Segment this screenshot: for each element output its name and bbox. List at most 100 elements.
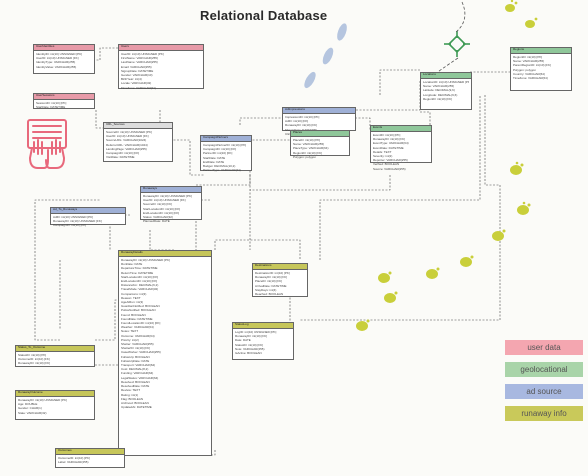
table-field: UserID: int(10) UNSIGNED [FK]: [36, 56, 79, 61]
table-rows: AdID: int(10) UNSIGNED [PK]RunawayID: in…: [51, 214, 125, 229]
table-field: RunawayID: int(10) UNSIGNED [PK]: [121, 258, 170, 262]
table-header: RunawayDetails: [119, 250, 211, 257]
table-header: Status_To_Outcome: [16, 345, 94, 352]
table-field: Gender: VARCHAR(10): [121, 73, 153, 78]
table-name: Destinations: [255, 263, 272, 267]
table-field: RunawayID: int(10) [FK]: [255, 275, 288, 280]
table-name: UserSessions: [36, 93, 55, 97]
table-field: PartnerID: int(10) [FK]: [203, 151, 233, 156]
table-field: ReturnTime: DATETIME: [121, 270, 154, 275]
table-runawayoutcome: RunawayOutcome RunawayID: int(10) UNSIGN…: [15, 390, 95, 420]
table-name: UserIdentities: [36, 44, 55, 48]
table-name: Regions: [513, 47, 525, 51]
table-field: Found: BOOLEAN: [121, 312, 146, 317]
legend-label: runaway info: [521, 409, 567, 418]
table-field: RegionID: int(10) [PK]: [513, 55, 543, 59]
table-name: Locations: [423, 72, 436, 76]
table-field: UserID: int(10) UNSIGNED [PK]: [121, 52, 164, 56]
table-rows: StatusID: int(10) [PK]OutcomeID: int(10)…: [16, 352, 94, 367]
table-field: LocationID: int(10) UNSIGNED [PK]: [423, 80, 469, 84]
table-rows: CampaignPartnerID: int(10) [PK]CampaignI…: [201, 142, 251, 173]
table-field: Longitude: DECIMAL(9,6): [423, 92, 458, 97]
table-field: RunawayID: int(10) UNSIGNED [PK]: [18, 398, 67, 402]
table-field: Status: VARCHAR(32): [143, 215, 173, 220]
table-name: RunawayDetails: [121, 250, 143, 254]
table-field: GuardianNotified: BOOLEAN: [121, 304, 160, 309]
table-name: Places: [293, 130, 303, 134]
table-field: VisitDate: DATETIME: [106, 155, 135, 160]
table-field: Name: VARCHAR(255): [293, 142, 325, 147]
table-field: LegalStatus: VARCHAR(64): [121, 375, 159, 380]
table-header: Regions: [511, 47, 571, 54]
table-field: CaseWorker: VARCHAR(255): [121, 350, 161, 355]
table-field: IsActive: BOOLEAN: [235, 351, 262, 356]
table-field: IdentityType: VARCHAR(255): [36, 60, 76, 65]
table-field: OutcomeID: int(10) [FK]: [18, 357, 50, 362]
diagram-title: Relational Database: [200, 8, 328, 23]
table-field: EventID: int(10) [PK]: [373, 133, 401, 137]
table-regions: Regions RegionID: int(10) [PK]Name: VARC…: [510, 47, 572, 91]
table-field: RegionID: int(10) [FK]: [293, 150, 323, 155]
table-field: FoundLocationID: int(10) [FK]: [121, 321, 161, 326]
table-field: PlannedDate: DATE: [143, 219, 170, 224]
table-field: Flag: BOOLEAN: [121, 396, 144, 401]
table-users: Users UserID: int(10) UNSIGNED [PK]First…: [118, 44, 204, 90]
table-field: RegionID: int(10) [FK]: [423, 96, 453, 101]
table-field: TravelMode: VARCHAR(32): [121, 287, 159, 292]
table-field: RunawayID: int(10) UNSIGNED [PK]: [143, 194, 192, 198]
table-field: Source: VARCHAR(255): [373, 166, 406, 171]
table-name: AdImpressions: [285, 107, 305, 111]
table-field: FollowUpDate: DATE: [121, 358, 150, 363]
table-field: Latitude: DECIMAL(9,6): [423, 88, 455, 93]
table-name: Status_To_Outcome: [18, 345, 46, 349]
table-field: Companions: int(3): [121, 291, 147, 296]
table-field: Weather: VARCHAR(64): [121, 325, 154, 330]
table-field: Rating: int(1): [121, 392, 139, 397]
table-header: StatusLog: [233, 322, 293, 329]
table-field: SourceID: int(10) [FK]: [143, 202, 173, 207]
table-field: LogID: int(10) UNSIGNED [PK]: [235, 330, 277, 334]
table-field: SessionID: int(10) [PK]: [36, 101, 67, 105]
table-field: OutcomeID: int(10) [PK]: [58, 456, 90, 460]
legend-geolocational: geolocational: [505, 362, 583, 377]
table-field: PlaceType: VARCHAR(64): [293, 146, 329, 151]
table-name: CampaignPartners: [203, 135, 229, 139]
keyboard-hands-icon: [27, 119, 67, 169]
table-field: PoliceNotified: BOOLEAN: [121, 308, 156, 313]
table-header: Outcomes: [56, 448, 124, 455]
table-header: AdImpressions: [283, 107, 355, 114]
table-field: AdID: int(10) [FK]: [285, 119, 309, 124]
table-field: RunawayID: int(10) [FK]: [285, 123, 318, 128]
legend-label: user data: [527, 343, 561, 352]
table-field: StayDays: int(4): [255, 287, 277, 292]
footprint-trail-blue-icon: [304, 23, 347, 89]
table-field: Archived: BOOLEAN: [121, 400, 149, 405]
table-field: EventType: VARCHAR(64): [373, 141, 409, 146]
table-usersessions: UserSessions SessionID: int(10) [PK]Star…: [33, 93, 95, 109]
table-field: Country: VARCHAR(64): [513, 71, 545, 76]
table-name: StatusLog: [235, 322, 249, 326]
table-field: IdentityID: int(10) UNSIGNED [PK]: [36, 52, 83, 56]
table-name: URL_Sources: [106, 122, 125, 126]
table-field: Funding: VARCHAR(64): [121, 371, 154, 376]
table-field: CampaignID: int(10) [FK]: [203, 147, 237, 152]
table-field: FollowUp: BOOLEAN: [121, 354, 150, 359]
table-runawaydetails: RunawayDetails RunawayID: int(10) UNSIGN…: [118, 250, 212, 456]
table-field: ReferrerURL: VARCHAR(1024): [106, 142, 148, 147]
table-field: ShownDate: DATETIME: [285, 128, 353, 132]
table-field: Locale: VARCHAR(32): [121, 81, 152, 86]
table-field: FoundDate: DATETIME: [121, 316, 153, 321]
table-field: Verified: BOOLEAN: [373, 162, 400, 167]
legend-runaway-info: runaway info: [505, 406, 583, 421]
table-field: StatusID: int(10) [FK]: [235, 342, 264, 347]
legend-ad-source: ad source: [505, 384, 583, 399]
table-field: StartLocationID: int(10) [FK]: [143, 206, 181, 211]
table-rows: EventID: int(10) [PK]RunawayID: int(10) …: [371, 132, 431, 172]
table-field: SourceID: int(10) UNSIGNED [PK]: [106, 130, 152, 134]
table-name: Outcomes: [58, 448, 72, 452]
table-header: Runaways: [141, 186, 201, 193]
table-field: EventDate: DATETIME: [373, 145, 404, 150]
table-field: DepartureTime: DATETIME: [121, 266, 158, 271]
table-header: Destinations: [253, 263, 307, 270]
legend-user-data: user data: [505, 340, 583, 355]
